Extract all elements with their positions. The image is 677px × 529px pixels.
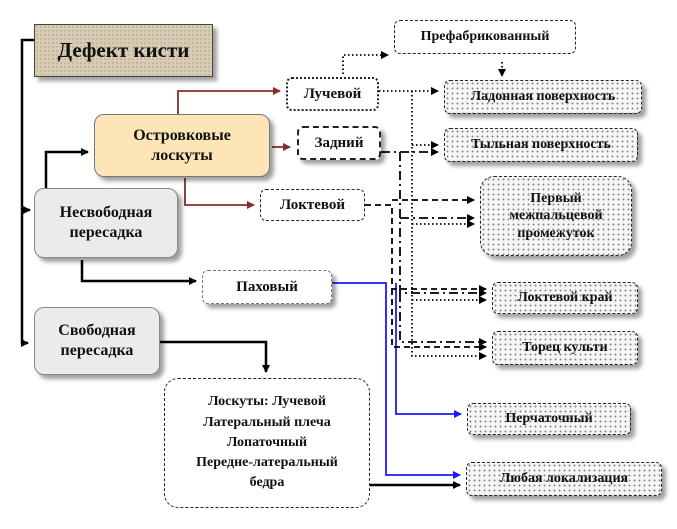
dorsal-surface-label: Тыльная поверхность	[471, 137, 611, 153]
link-ulnar-trunk	[365, 204, 487, 293]
defect-label: Дефект кисти	[57, 38, 190, 63]
palmar-surface-label: Ладонная поверхность	[470, 89, 616, 105]
ulnar-flap-label: Локтевой	[279, 196, 346, 213]
island-flaps-label: Островковые лоскуты	[133, 126, 231, 164]
prefabricated-node: Префабрикованный	[394, 20, 576, 54]
dorsal-surface-node: Тыльная поверхность	[444, 128, 638, 162]
defect-node: Дефект кисти	[34, 24, 213, 77]
inguinal-flap-label: Паховый	[236, 278, 298, 295]
link-defect-bracket	[20, 38, 34, 347]
link-island-ulnar	[184, 178, 255, 209]
link-inguinal-glove-any	[332, 282, 461, 479]
first-interdigital-label: Первый межпальцевой промежуток	[509, 190, 603, 241]
ulnar-edge-node: Локтевой край	[492, 282, 638, 314]
island-flaps-node: Островковые лоскуты	[94, 114, 270, 177]
link-radial-trunk	[411, 91, 487, 360]
link-island-radial	[177, 87, 281, 114]
inguinal-flap-node: Паховый	[202, 270, 332, 304]
flaps-list-node: Лоскуты: Лучевой Латеральный плеча Лопат…	[164, 378, 370, 508]
link-radial-prefab	[342, 51, 389, 74]
link-nonfree-island	[44, 148, 89, 188]
link-posterior-trunk	[381, 151, 487, 297]
stump-end-label: Торец культи	[522, 340, 608, 356]
ulnar-edge-label: Локтевой край	[517, 290, 613, 306]
link-free-flaps	[160, 340, 270, 373]
radial-flap-label: Лучевой	[303, 85, 362, 102]
free-transfer-label: Свободная пересадка	[58, 322, 136, 359]
free-transfer-node: Свободная пересадка	[34, 307, 160, 375]
stump-end-node: Торец культи	[492, 331, 638, 365]
nonfree-transfer-label: Несвободная пересадка	[59, 204, 153, 241]
first-interdigital-node: Первый межпальцевой промежуток	[480, 176, 632, 256]
radial-flap-node: Лучевой	[286, 77, 379, 111]
ulnar-flap-node: Локтевой	[260, 189, 365, 221]
any-location-node: Любая локализация	[466, 462, 662, 496]
nonfree-transfer-node: Несвободная пересадка	[34, 188, 178, 258]
glove-label: Перчаточный	[505, 411, 593, 427]
link-inguinal-glove	[395, 283, 462, 418]
glove-node: Перчаточный	[467, 403, 631, 435]
link-ulnar-stump	[391, 289, 487, 351]
flaps-list-label: Лоскуты: Лучевой Латеральный плеча Лопат…	[196, 394, 338, 491]
posterior-flap-node: Задний	[297, 126, 381, 160]
prefabricated-label: Префабрикованный	[420, 29, 550, 45]
posterior-flap-label: Задний	[314, 134, 364, 151]
link-nonfree-inguinal	[80, 260, 197, 285]
any-location-label: Любая локализация	[499, 471, 629, 487]
palmar-surface-node: Ладонная поверхность	[444, 80, 642, 114]
